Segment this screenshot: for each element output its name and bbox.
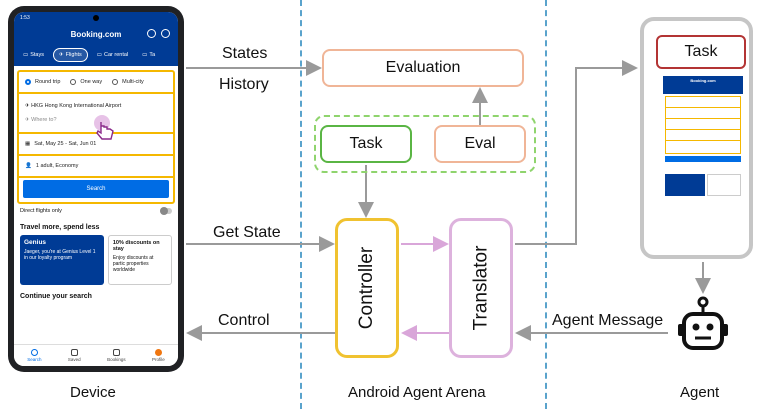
nav-bookings[interactable]: Bookings (107, 349, 126, 362)
to-field[interactable]: ✈ Where to? (25, 117, 57, 123)
evaluation-box-label: Evaluation (385, 59, 461, 76)
profile-icon (154, 349, 162, 356)
agent-caption: Agent (680, 384, 720, 401)
discount-card-title: 10% discounts on stay (112, 240, 160, 252)
discount-card[interactable]: 10% discounts on stay Enjoy discounts at… (107, 235, 172, 285)
history-label: History (219, 76, 269, 93)
get-state-label: Get State (213, 224, 281, 241)
separator-left (300, 0, 302, 409)
mini-cards (665, 174, 741, 196)
from-field[interactable]: ✈ HKG Hong Kong International Airport (25, 103, 122, 109)
section-heading: Travel more, spend less (20, 224, 100, 231)
genius-card-text: Jaeger, you're at Genius Level 1 in our … (24, 249, 96, 261)
calendar-icon: ▦ (25, 141, 31, 147)
round-trip-radio[interactable] (25, 79, 31, 85)
status-time: 1:53 (20, 15, 30, 21)
trip-type-row: Round trip One way Multi-city (19, 72, 173, 94)
offer-cards: Genius Jaeger, you're at Genius Level 1 … (14, 235, 178, 285)
round-trip-label: Round trip (35, 79, 61, 85)
states-label: States (222, 45, 268, 62)
chat-icon[interactable] (147, 29, 156, 38)
task-box-label: Task (349, 135, 383, 152)
device-screen: 1:53 Booking.com ▭ Stays ✈ Flights ▭ Car… (14, 12, 178, 366)
person-icon: 👤 (25, 163, 32, 169)
controller-box-label: Controller (356, 246, 377, 330)
tap-hand-icon (94, 115, 114, 140)
controller-box: Controller (335, 218, 399, 358)
travellers-row[interactable]: 👤 1 adult, Economy (19, 156, 173, 178)
multi-city-label: Multi-city (122, 79, 144, 85)
evaluation-box: Evaluation (322, 49, 524, 87)
direct-flights-row: Direct flights only (14, 204, 178, 218)
direct-flights-toggle[interactable] (160, 207, 172, 215)
mini-card-genius (665, 174, 705, 196)
mini-app-header: Booking.com (663, 76, 743, 84)
eval-box-label: Eval (464, 135, 496, 152)
tab-taxi[interactable]: ▭ Ta (142, 52, 156, 58)
flight-search-form: Round trip One way Multi-city ✈ HKG Hong… (17, 70, 175, 204)
tab-car-rental[interactable]: ▭ Car rental (96, 52, 129, 58)
category-tabs: ▭ Stays ✈ Flights ▭ Car rental ▭ Ta (14, 44, 178, 66)
camera-dot (93, 15, 99, 21)
briefcase-icon (112, 349, 120, 356)
search-icon (30, 349, 38, 356)
task-eval-group (314, 115, 536, 173)
robot-icon (678, 296, 728, 350)
search-button[interactable]: Search (23, 180, 169, 198)
agent-task-label: Task (684, 43, 718, 60)
heart-icon (70, 349, 78, 356)
multi-city-radio[interactable] (112, 79, 119, 85)
nav-search[interactable]: Search (27, 349, 41, 362)
arena-caption: Android Agent Arena (348, 384, 486, 401)
tab-flights[interactable]: ✈ Flights (52, 48, 88, 62)
nav-profile[interactable]: Profile (152, 349, 165, 362)
notification-icon[interactable] (161, 29, 170, 38)
one-way-radio[interactable] (70, 79, 77, 85)
device-caption: Device (70, 384, 116, 401)
genius-card-title: Genius (24, 239, 47, 246)
eval-box: Eval (434, 125, 526, 163)
genius-card[interactable]: Genius Jaeger, you're at Genius Level 1 … (20, 235, 104, 285)
separator-right (545, 0, 547, 409)
discount-card-text: Enjoy discounts at partic properties wor… (112, 255, 154, 273)
app-header: Booking.com (14, 24, 178, 44)
mini-form (665, 96, 741, 154)
route-row: ✈ HKG Hong Kong International Airport ✈ … (19, 94, 173, 134)
dates-value: Sat, May 25 - Sat, Jun 01 (34, 141, 97, 147)
app-title: Booking.com (70, 29, 122, 39)
task-box: Task (320, 125, 412, 163)
mini-search-button (665, 156, 741, 162)
travellers-value: 1 adult, Economy (35, 163, 79, 169)
direct-flights-label: Direct flights only (20, 208, 62, 214)
device-phone: 1:53 Booking.com ▭ Stays ✈ Flights ▭ Car… (8, 6, 184, 372)
mini-card-discount (707, 174, 741, 196)
one-way-label: One way (80, 79, 103, 85)
mini-tabs (663, 84, 743, 94)
arrow-translator-to-agent (515, 60, 638, 245)
tab-stays[interactable]: ▭ Stays (23, 52, 44, 58)
agent-screen-thumbnail: Booking.com (663, 76, 743, 241)
bottom-nav: Search Saved Bookings Profile (14, 344, 178, 366)
agent-task-box: Task (656, 35, 746, 69)
dates-row[interactable]: ▦ Sat, May 25 - Sat, Jun 01 (19, 134, 173, 156)
continue-heading: Continue your search (20, 293, 92, 300)
nav-saved[interactable]: Saved (68, 349, 81, 362)
translator-box-label: Translator (470, 245, 492, 331)
translator-box: Translator (449, 218, 513, 358)
control-label: Control (218, 312, 270, 329)
agent-message-label: Agent Message (552, 312, 664, 329)
